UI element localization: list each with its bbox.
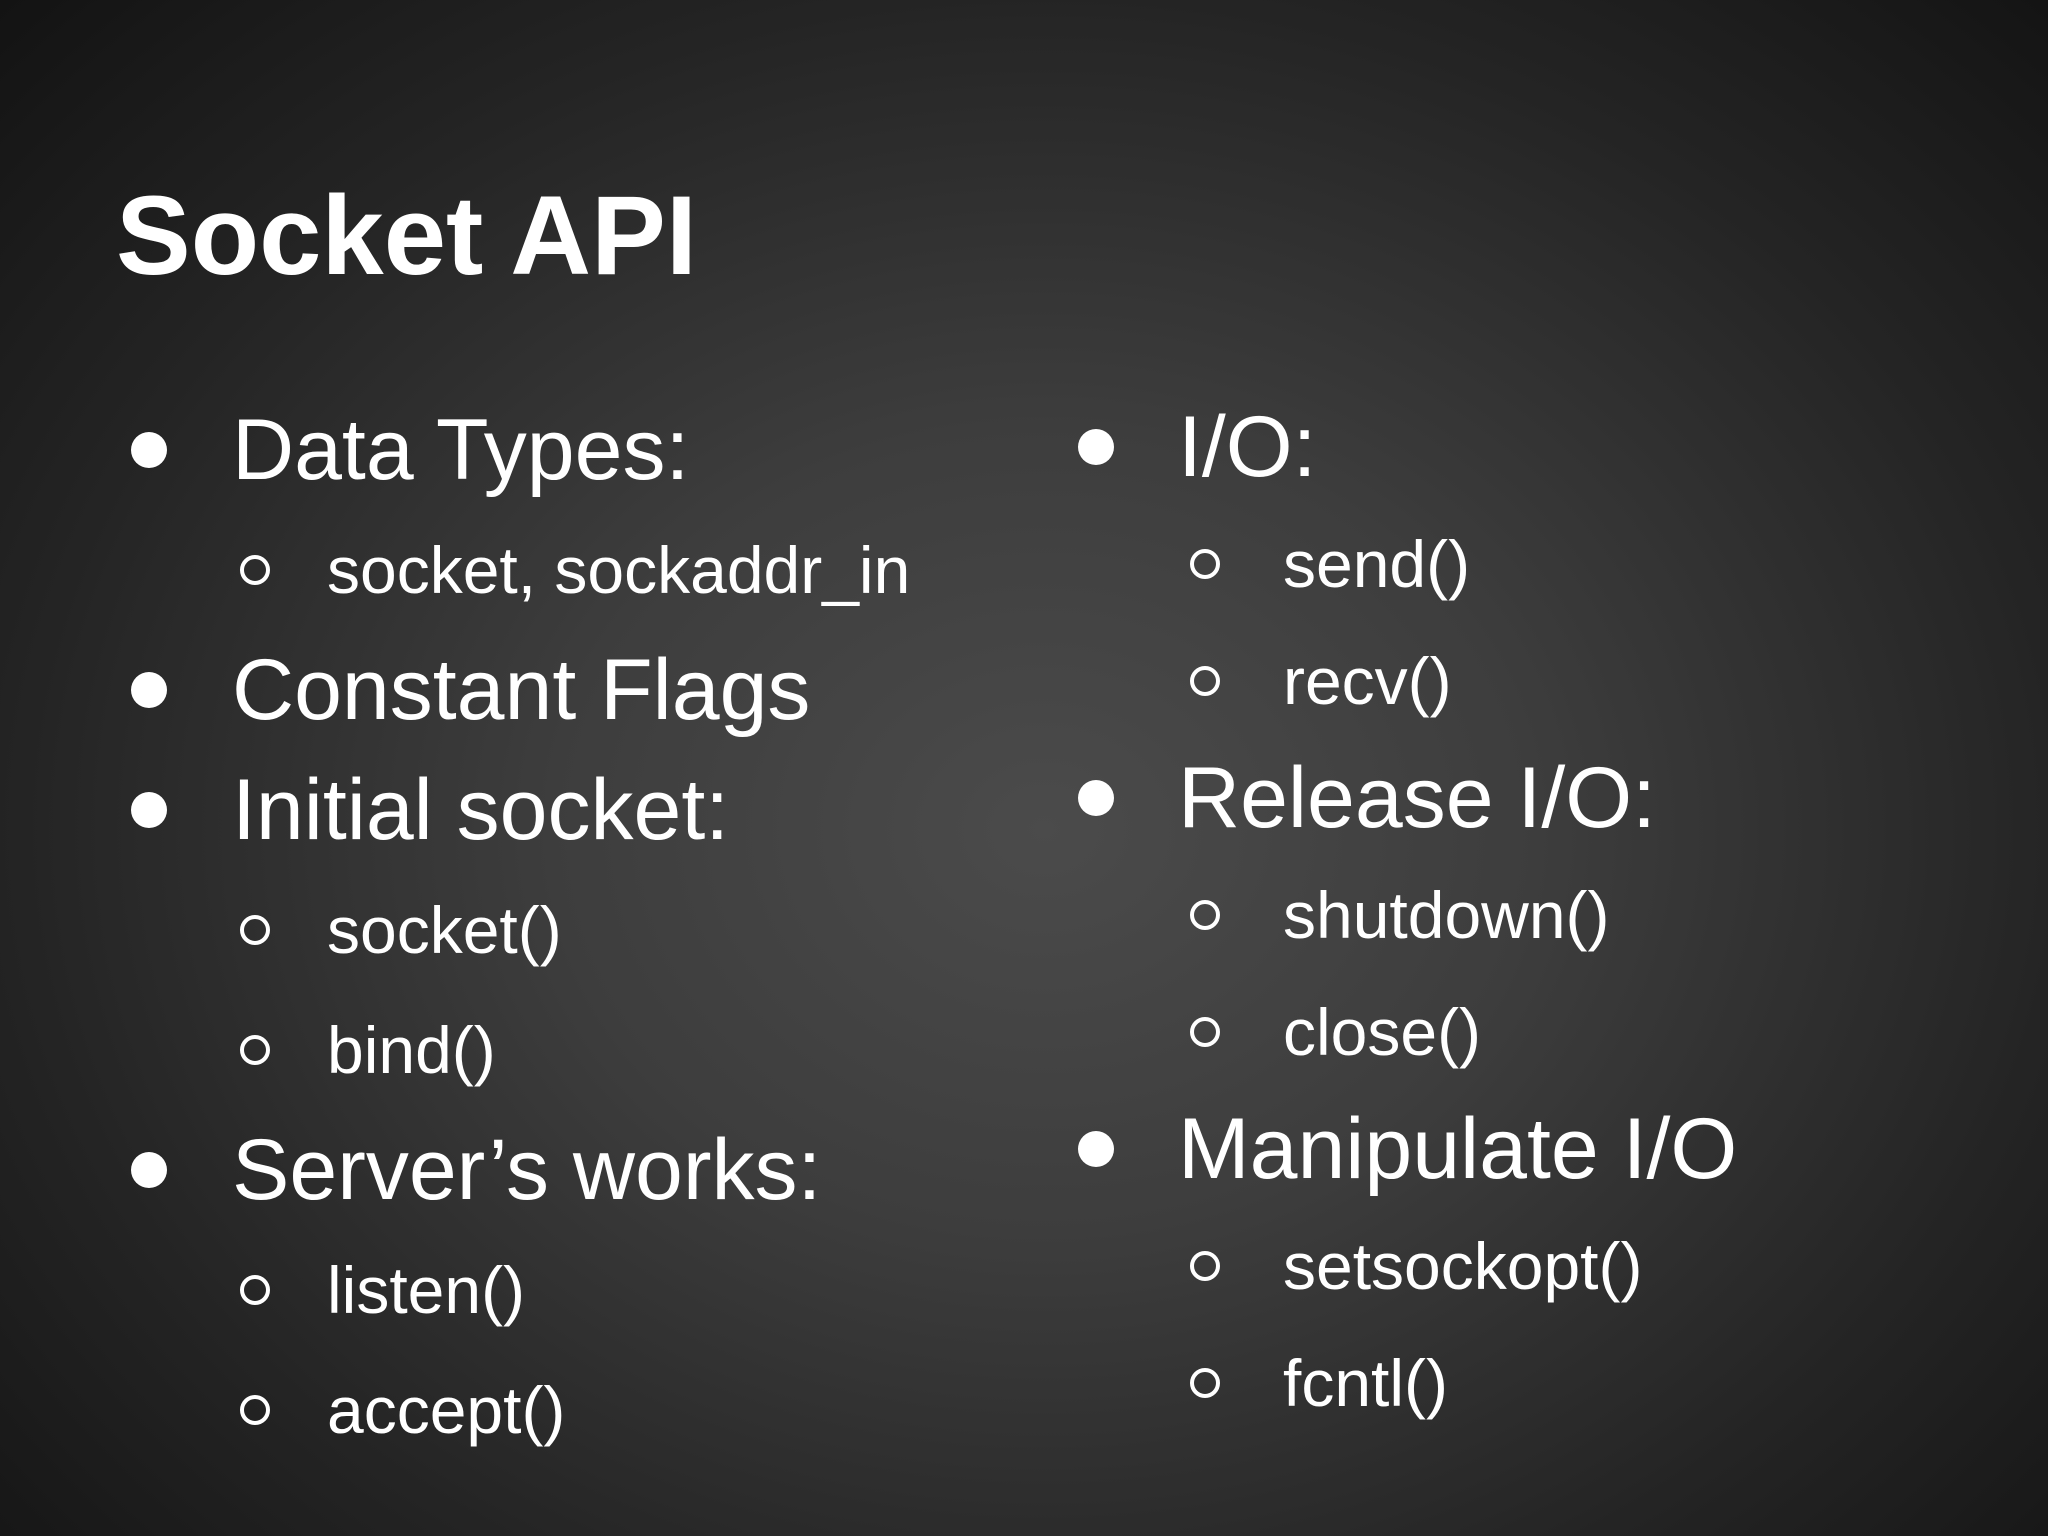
sub-bullet-item: socket()	[131, 870, 910, 990]
sub-bullet-item: socket, sockaddr_in	[131, 510, 910, 630]
bullet-item-text: socket, sockaddr_in	[327, 533, 911, 607]
hollow-bullet-icon	[1190, 1250, 1220, 1281]
bullet-list-right-column: I/O: send() recv() Release I/O: shutdown() cl…	[1078, 388, 1737, 1441]
sub-bullet-item: bind()	[131, 990, 910, 1110]
hollow-bullet-icon	[240, 555, 270, 585]
hollow-bullet-icon	[1190, 899, 1220, 930]
sub-bullet-item: send()	[1078, 505, 1737, 622]
hollow-bullet-icon	[240, 1275, 270, 1305]
hollow-bullet-icon	[1190, 1016, 1220, 1047]
bullet-item: Manipulate I/O	[1078, 1090, 1737, 1207]
sub-bullet-item: shutdown()	[1078, 856, 1737, 973]
sub-bullet-item: listen()	[131, 1230, 910, 1350]
bullet-item-text: Release I/O:	[1178, 749, 1656, 846]
bullet-item-text: accept()	[327, 1373, 566, 1447]
bullet-item-text: Manipulate I/O	[1178, 1100, 1738, 1197]
bullet-item-text: shutdown()	[1283, 877, 1610, 952]
bullet-item-text: send()	[1283, 526, 1471, 601]
bullet-item: Server’s works:	[131, 1110, 910, 1230]
bullet-item-text: I/O:	[1178, 398, 1317, 495]
hollow-bullet-icon	[1190, 1367, 1220, 1398]
sub-bullet-item: fcntl()	[1078, 1324, 1737, 1441]
sub-bullet-item: setsockopt()	[1078, 1207, 1737, 1324]
slide-title: Socket API	[116, 173, 697, 298]
bullet-item-text: recv()	[1283, 643, 1452, 718]
bullet-item-text: Data Types:	[232, 402, 690, 498]
filled-bullet-icon	[131, 1152, 167, 1188]
bullet-item-text: Initial socket:	[232, 762, 730, 858]
bullet-item-text: Constant Flags	[232, 642, 811, 738]
hollow-bullet-icon	[240, 915, 270, 945]
sub-bullet-item: accept()	[131, 1350, 910, 1470]
filled-bullet-icon	[1078, 779, 1114, 816]
sub-bullet-item: recv()	[1078, 622, 1737, 739]
bullet-item-text: bind()	[327, 1013, 496, 1087]
hollow-bullet-icon	[240, 1395, 270, 1425]
sub-bullet-item: close()	[1078, 973, 1737, 1090]
bullet-item-text: fcntl()	[1283, 1345, 1448, 1420]
bullet-item-text: close()	[1283, 994, 1482, 1069]
filled-bullet-icon	[131, 792, 167, 828]
bullet-item: Release I/O:	[1078, 739, 1737, 856]
bullet-item-text: listen()	[327, 1253, 526, 1327]
hollow-bullet-icon	[1190, 548, 1220, 579]
filled-bullet-icon	[131, 672, 167, 708]
hollow-bullet-icon	[240, 1035, 270, 1065]
bullet-item: I/O:	[1078, 388, 1737, 505]
bullet-item: Initial socket:	[131, 750, 910, 870]
bullet-item: Data Types:	[131, 390, 910, 510]
hollow-bullet-icon	[1190, 665, 1220, 696]
filled-bullet-icon	[1078, 1130, 1114, 1167]
bullet-item-text: Server’s works:	[232, 1122, 822, 1218]
filled-bullet-icon	[131, 432, 167, 468]
filled-bullet-icon	[1078, 428, 1114, 465]
bullet-item-text: socket()	[327, 893, 562, 967]
bullet-item: Constant Flags	[131, 630, 910, 750]
bullet-item-text: setsockopt()	[1283, 1228, 1643, 1303]
